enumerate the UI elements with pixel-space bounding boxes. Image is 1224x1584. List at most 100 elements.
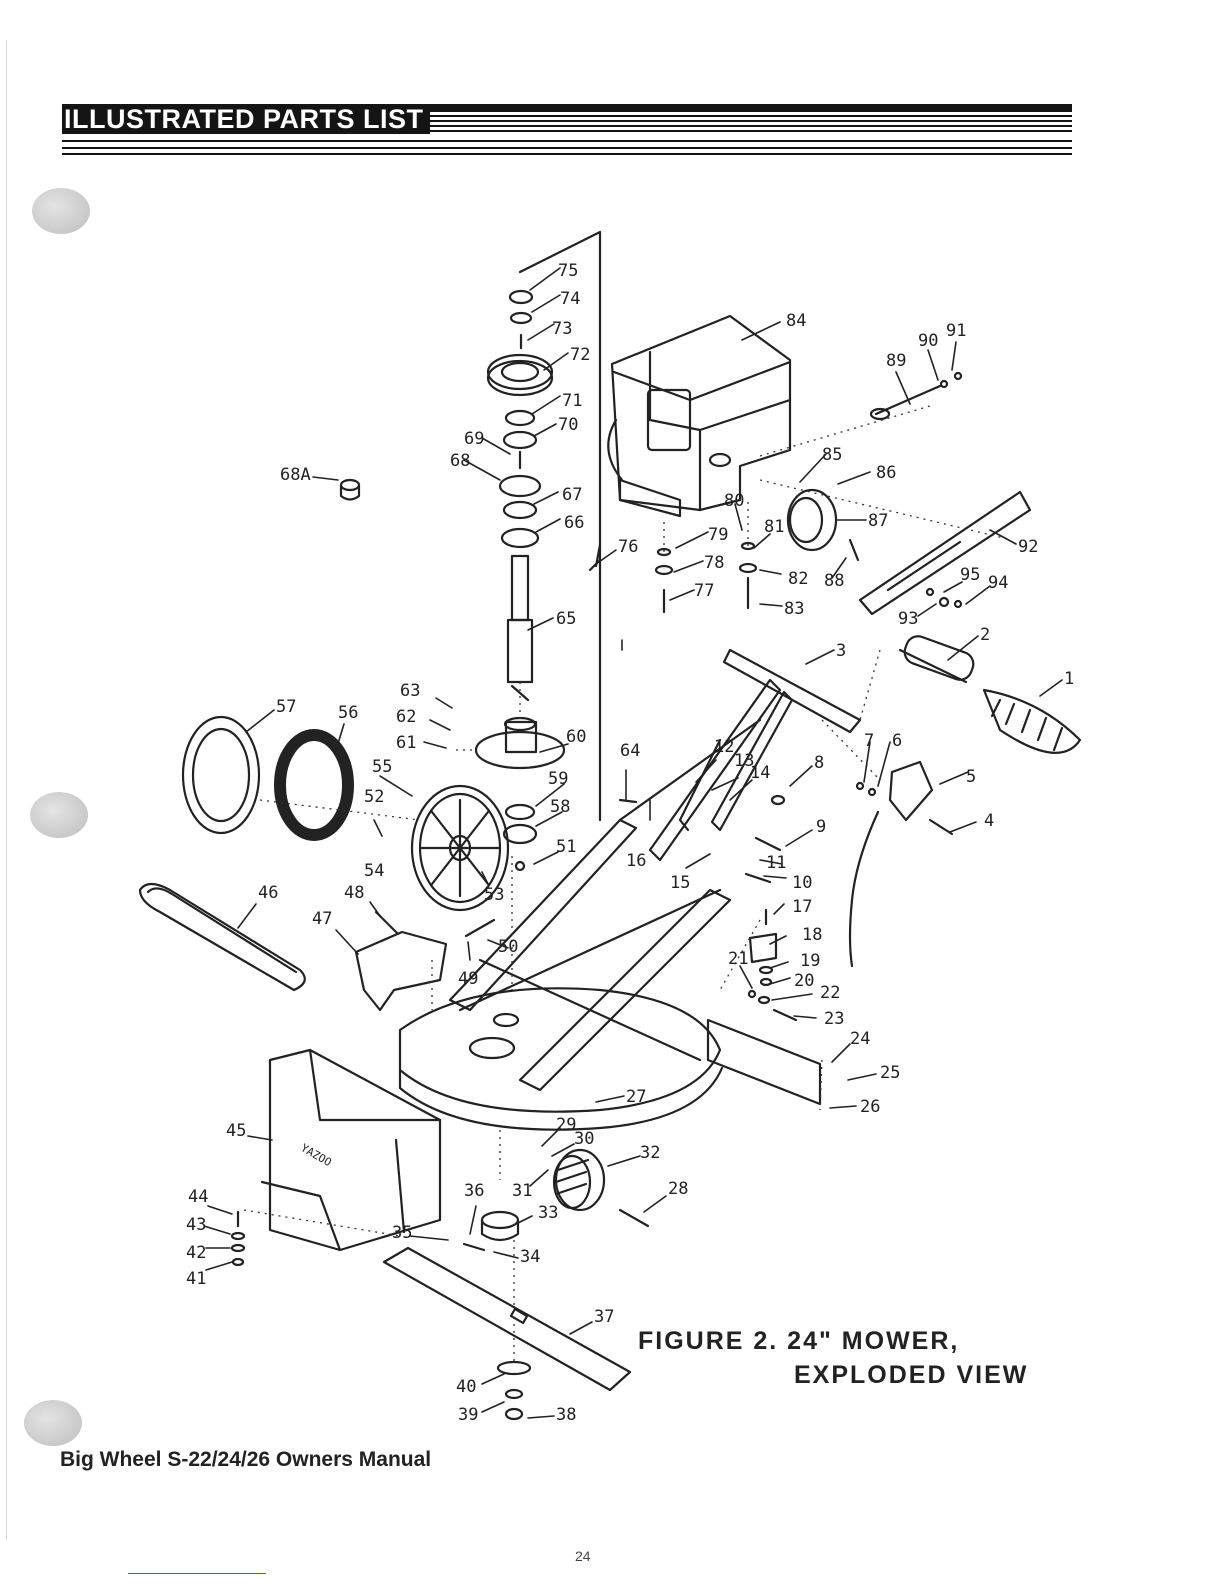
callout-41: 41 — [186, 1269, 206, 1289]
callout-29: 29 — [556, 1115, 576, 1135]
callout-83: 83 — [784, 599, 804, 619]
callout-33: 33 — [538, 1203, 558, 1223]
rear-tire — [181, 715, 261, 835]
callout-76: 76 — [618, 537, 638, 557]
callout-1: 1 — [1064, 669, 1074, 689]
callout-82: 82 — [788, 569, 808, 589]
chute-decal-text: YAZOO — [299, 1141, 334, 1169]
callout-44: 44 — [188, 1187, 208, 1207]
hub-68 — [498, 474, 542, 498]
callout-58: 58 — [550, 797, 570, 817]
callout-42: 42 — [186, 1243, 206, 1263]
callout-64: 64 — [620, 741, 640, 761]
punch-hole-bottom — [24, 1400, 82, 1446]
callout-32: 32 — [640, 1143, 660, 1163]
callout-9: 9 — [816, 817, 826, 837]
callout-66: 66 — [564, 513, 584, 533]
throttle-control — [888, 760, 934, 822]
manual-title: Big Wheel S-22/24/26 Owners Manual — [60, 1448, 432, 1471]
callout-14: 14 — [750, 763, 770, 783]
callout-2: 2 — [980, 625, 990, 645]
callout-78: 78 — [704, 553, 724, 573]
belt-guard — [354, 930, 448, 1012]
spindle-shaft — [510, 554, 530, 622]
punch-hole-middle — [30, 792, 88, 838]
mower-blade — [382, 1246, 632, 1392]
callout-31: 31 — [512, 1181, 532, 1201]
callout-59: 59 — [548, 769, 568, 789]
callout-84: 84 — [786, 311, 806, 331]
callout-34: 34 — [520, 1247, 540, 1267]
callout-61: 61 — [396, 733, 416, 753]
drive-wheel — [410, 784, 510, 912]
callout-23: 23 — [824, 1009, 844, 1029]
header-stripes — [430, 110, 1072, 134]
callout-20: 20 — [794, 971, 814, 991]
callout-37: 37 — [594, 1307, 614, 1327]
callout-3: 3 — [836, 641, 846, 661]
callout-11: 11 — [766, 853, 786, 873]
rear-flap — [706, 1018, 822, 1106]
callout-75: 75 — [558, 261, 578, 281]
section-title: ILLUSTRATED PARTS LIST — [64, 104, 424, 134]
header-rule-2 — [62, 147, 1072, 149]
callout-56: 56 — [338, 703, 358, 723]
figure-caption-line1: FIGURE 2. 24" MOWER, — [638, 1327, 960, 1355]
engine-body — [610, 314, 792, 512]
page-number: 24 — [575, 1548, 591, 1564]
callout-51: 51 — [556, 837, 576, 857]
callout-72: 72 — [570, 345, 590, 365]
callout-74: 74 — [560, 289, 580, 309]
callout-81: 81 — [764, 517, 784, 537]
callout-46: 46 — [258, 883, 278, 903]
callout-73: 73 — [552, 319, 572, 339]
callout-49: 49 — [458, 969, 478, 989]
callout-48: 48 — [344, 883, 364, 903]
callout-26: 26 — [860, 1097, 880, 1117]
handle-bracket — [858, 490, 1032, 616]
figure-caption-line2: EXPLODED VIEW — [794, 1361, 1029, 1389]
link-underline — [128, 1573, 266, 1574]
callout-10: 10 — [792, 873, 812, 893]
front-wheel — [554, 1148, 606, 1212]
callout-68: 68 — [450, 451, 470, 471]
header-rule-3 — [62, 153, 1072, 155]
header-rule-1 — [62, 140, 1072, 142]
wheel-ring-56 — [274, 729, 354, 841]
nut-75 — [508, 289, 534, 305]
page-edge — [6, 40, 7, 1540]
callout-15: 15 — [670, 873, 690, 893]
callout-71: 71 — [562, 391, 582, 411]
callout-80: 80 — [724, 491, 744, 511]
callout-57: 57 — [276, 697, 296, 717]
callout-7: 7 — [864, 731, 874, 751]
callout-16: 16 — [626, 851, 646, 871]
callout-39: 39 — [458, 1405, 478, 1425]
throttle-cable — [848, 810, 880, 968]
callout-90: 90 — [918, 331, 938, 351]
callout-24: 24 — [850, 1029, 870, 1049]
callout-63: 63 — [400, 681, 420, 701]
callout-88: 88 — [824, 571, 844, 591]
callout-18: 18 — [802, 925, 822, 945]
callout-69: 69 — [464, 429, 484, 449]
callout-93: 93 — [898, 609, 918, 629]
washer-74 — [509, 311, 533, 325]
handle-grip-1 — [982, 688, 1082, 754]
callout-labels: 1 2 3 4 5 6 7 8 9 10 11 12 13 14 15 16 1… — [186, 261, 1074, 1425]
callout-28: 28 — [668, 1179, 688, 1199]
callout-13: 13 — [734, 751, 754, 771]
callout-43: 43 — [186, 1215, 206, 1235]
callout-92: 92 — [1018, 537, 1038, 557]
callout-21: 21 — [728, 949, 748, 969]
callout-47: 47 — [312, 909, 332, 929]
callout-87: 87 — [868, 511, 888, 531]
callout-35: 35 — [392, 1223, 412, 1243]
callout-6: 6 — [892, 731, 902, 751]
callout-52: 52 — [364, 787, 384, 807]
callout-8: 8 — [814, 753, 824, 773]
callout-86: 86 — [876, 463, 896, 483]
callout-89: 89 — [886, 351, 906, 371]
callout-5: 5 — [966, 767, 976, 787]
callout-95: 95 — [960, 565, 980, 585]
